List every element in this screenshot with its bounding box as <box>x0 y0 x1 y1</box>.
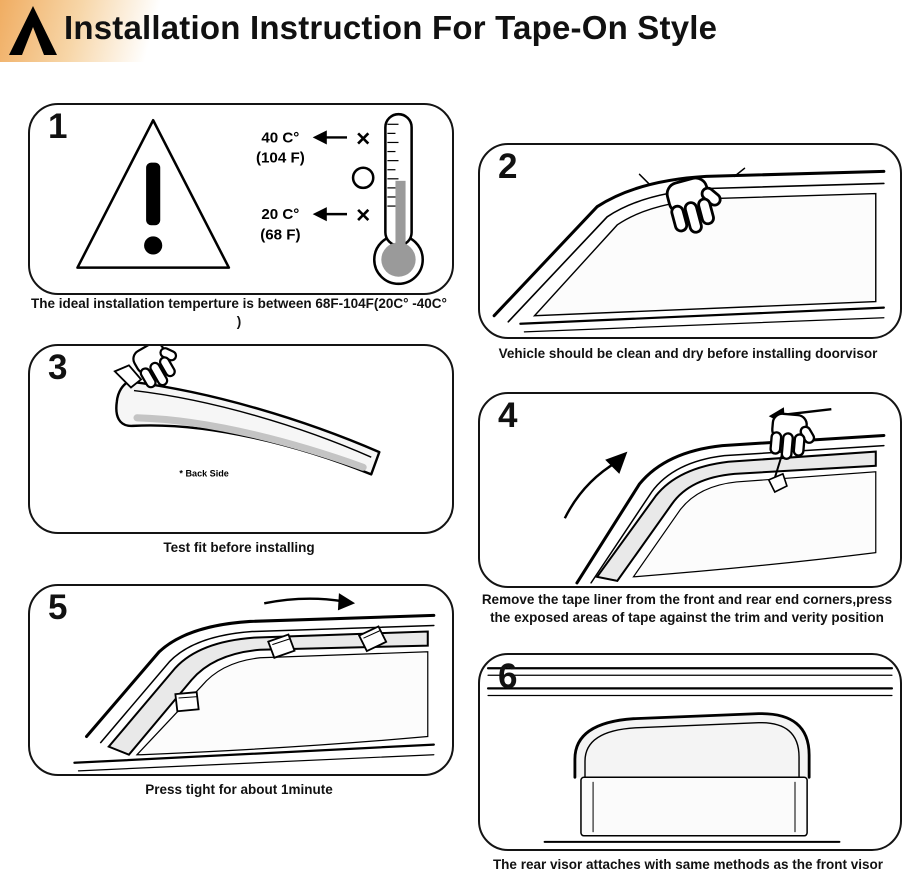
pulling-hand-icon <box>768 411 819 463</box>
panel5-caption: Press tight for about 1minute <box>145 782 333 797</box>
left-arrow-low-icon <box>312 207 348 222</box>
left-arrow-high-icon <box>312 130 348 145</box>
panel-5: 5 <box>28 584 454 776</box>
back-side-label: * Back Side <box>179 468 228 478</box>
temp-low-f: (68 F) <box>260 226 300 243</box>
rear-window-drawing <box>486 667 894 843</box>
liner-flap-icon <box>767 472 788 494</box>
panel5-illustration <box>73 593 436 772</box>
panel2-number: 2 <box>498 147 518 186</box>
car-window-with-visor-drawing <box>73 613 436 772</box>
curved-arrow-icon <box>563 451 628 519</box>
too-cold-cross-icon: × <box>356 202 370 229</box>
panel1-caption: The ideal installation temperture is bet… <box>31 296 447 330</box>
panel3-number: 3 <box>48 348 68 387</box>
panel6-number: 6 <box>498 657 518 696</box>
panel5-number: 5 <box>48 588 68 627</box>
panel3-caption: Test fit before installing <box>163 540 315 555</box>
thermometer-icon <box>373 112 424 286</box>
panel2-illustration <box>492 167 886 333</box>
car-window-with-visor-drawing <box>575 433 886 585</box>
panel-3: 3 * Back Side <box>28 344 454 534</box>
temp-high-c: 40 C° <box>261 129 299 146</box>
panel1-illustration: 40 C° (104 F) 20 C° (68 F) × × <box>76 112 424 286</box>
panel1-number: 1 <box>48 107 68 146</box>
temperature-labels: 40 C° (104 F) 20 C° (68 F) <box>256 129 305 243</box>
panel4-illustration <box>563 407 886 585</box>
brand-logo-icon <box>9 6 57 55</box>
peeled-tape-flap-icon <box>113 364 143 389</box>
panel6-caption: The rear visor attaches with same method… <box>492 857 884 872</box>
panel-4: 4 <box>478 392 902 588</box>
panel4-number: 4 <box>498 396 518 435</box>
temp-high-f: (104 F) <box>256 150 305 167</box>
door-visor-drawing <box>115 380 381 476</box>
panel-6: 6 <box>478 653 902 851</box>
car-window-drawing <box>492 167 886 333</box>
panel-2: 2 <box>478 143 902 339</box>
warning-triangle-icon <box>76 118 231 269</box>
page-title: Installation Instruction For Tape-On Sty… <box>64 9 718 46</box>
ok-circle-icon <box>351 166 375 190</box>
panel4-caption: Remove the tape liner from the front and… <box>481 592 893 626</box>
temp-low-c: 20 C° <box>261 206 299 223</box>
panel6-illustration <box>486 667 894 843</box>
too-hot-cross-icon: × <box>356 126 370 153</box>
panel2-caption: Vehicle should be clean and dry before i… <box>498 346 878 361</box>
panel-1: 1 40 C° (104 F) 20 C° (68 F) × <box>28 103 454 295</box>
panel3-illustration: * Back Side <box>113 346 381 478</box>
right-arrow-icon <box>263 593 356 611</box>
